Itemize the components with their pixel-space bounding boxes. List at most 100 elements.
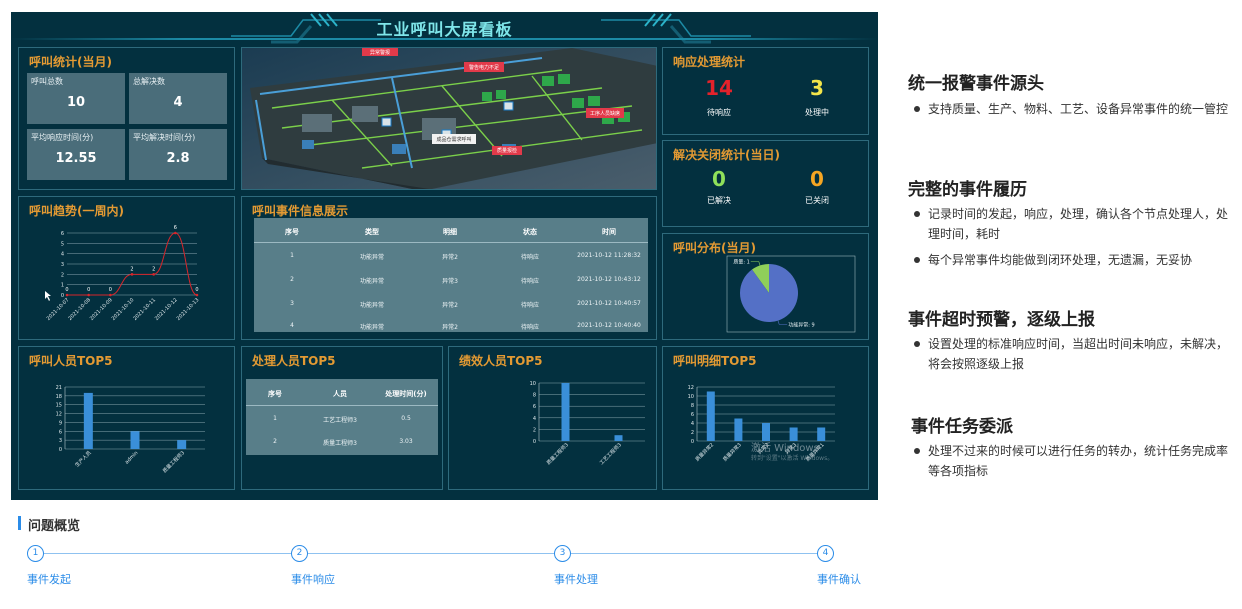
table-cell: 2 <box>290 276 294 283</box>
bullet-icon <box>914 448 920 454</box>
feature-item: 记录时间的发起，响应，处理，确认各个节点处理人，处理时间，耗时 <box>912 204 1230 244</box>
table-row[interactable]: 3 功能异常 异常2 待响应 2021-10-12 10:40:57 <box>254 298 648 312</box>
panel-title: 绩效人员TOP5 <box>459 354 543 368</box>
col-header: 处理时间(分) <box>385 390 427 398</box>
panel-title: 呼叫统计(当月) <box>29 55 112 69</box>
table-cell: 异常3 <box>442 278 458 285</box>
stat-value: 10 <box>66 95 86 110</box>
table-cell: 异常2 <box>442 302 458 309</box>
bullet-icon <box>914 106 920 112</box>
table-cell: 待响应 <box>520 278 539 285</box>
col-header: 类型 <box>365 228 379 236</box>
event-info-panel: 呼叫事件信息展示 序号 类型 明细 状态 时间 1 功能异常 异常2 待响应 2… <box>241 196 657 340</box>
col-header: 时间 <box>602 228 616 236</box>
step-1-marker[interactable]: 1 <box>27 545 44 562</box>
step-4-label[interactable]: 事件确认 <box>817 573 861 586</box>
data-label: 0 <box>87 287 90 293</box>
data-label: 2 <box>130 266 133 272</box>
bar <box>83 392 93 449</box>
panel-title: 呼叫趋势(一周内) <box>29 204 124 218</box>
data-label: 0 <box>195 287 198 293</box>
stat-box-total-calls: 呼叫总数 10 <box>27 73 125 124</box>
table-row[interactable]: 4 功能异常 异常2 待响应 2021-10-12 10:40:40 <box>254 321 648 332</box>
bullet-icon <box>914 211 920 217</box>
handler-top5-panel: 处理人员TOP5 序号 人员 处理时间(分) 1 工艺工程师3 0.5 2 质量… <box>241 346 443 490</box>
x-tick-label: 2021-10-13 <box>176 297 201 322</box>
table-header: 序号 类型 明细 状态 时间 <box>254 218 648 243</box>
feature-item: 设置处理的标准响应时间，当超出时间未响应，未解决，将会按照逐级上报 <box>912 334 1230 374</box>
bar <box>561 383 570 441</box>
panel-title: 响应处理统计 <box>673 55 746 69</box>
data-point <box>87 293 90 297</box>
stat-value: 4 <box>173 95 183 110</box>
table-row[interactable]: 2 功能异常 异常3 待响应 2021-10-12 10:43:12 <box>254 274 648 288</box>
col-header: 状态 <box>523 228 537 236</box>
feature-title: 统一报警事件源头 <box>908 74 1044 94</box>
map-label: 成品仓需求呼叫 <box>436 136 471 143</box>
table-row[interactable]: 1 功能异常 异常2 待响应 2021-10-12 11:28:32 <box>254 250 648 264</box>
table-cell: 工艺工程师3 <box>323 417 357 424</box>
y-tick-label: 6 <box>691 412 694 418</box>
feature-title: 事件任务委派 <box>911 417 1013 437</box>
stat-label: 平均响应时间(分) <box>31 133 94 142</box>
response-stats-panel: 响应处理统计 14 待响应 3 处理中 <box>662 47 869 135</box>
y-tick-label: 15 <box>56 403 62 409</box>
table-cell: 功能异常 <box>359 278 384 285</box>
x-tick-label: 质量工程师3 <box>161 449 186 474</box>
table-cell: 待响应 <box>520 302 539 309</box>
stat-box-total-solved: 总解决数 4 <box>129 73 227 124</box>
closed-count: 0 <box>810 167 824 191</box>
pending-label: 待响应 <box>707 108 731 117</box>
table-cell: 1 <box>273 415 277 422</box>
table-cell: 2021-10-12 10:40:40 <box>577 322 641 329</box>
step-connector <box>308 553 554 554</box>
map-label: 异常警报 <box>370 49 390 56</box>
table-cell: 3.03 <box>399 438 413 445</box>
bar <box>817 427 826 441</box>
step-2-label[interactable]: 事件响应 <box>291 573 335 586</box>
y-tick-label: 12 <box>56 412 62 418</box>
step-1-label[interactable]: 事件发起 <box>27 573 71 586</box>
table-row[interactable]: 2 质量工程师3 3.03 <box>246 437 438 449</box>
table-cell: 异常2 <box>442 324 458 331</box>
y-tick-label: 21 <box>56 385 62 391</box>
step-4-marker[interactable]: 4 <box>817 545 834 562</box>
x-tick-label: 生产人员 <box>74 449 93 468</box>
title-decoration-left <box>231 13 381 44</box>
step-3-marker[interactable]: 3 <box>554 545 571 562</box>
feature-text: 支持质量、生产、物料、工艺、设备异常事件的统一管控 <box>928 102 1229 116</box>
windows-watermark: 激活 Windows <box>751 443 819 454</box>
y-tick-label: 4 <box>61 252 64 258</box>
feature-title: 完整的事件履历 <box>908 180 1027 200</box>
data-label: 0 <box>109 287 112 293</box>
data-label: 6 <box>174 225 177 231</box>
title-decoration-right <box>601 13 751 44</box>
solved-label: 已解决 <box>707 196 731 205</box>
bar <box>762 423 770 441</box>
step-3-label[interactable]: 事件处理 <box>554 573 598 586</box>
table-row[interactable]: 1 工艺工程师3 0.5 <box>246 414 438 426</box>
title-underline <box>11 38 878 40</box>
y-tick-label: 6 <box>533 404 536 410</box>
table-cell: 1 <box>290 252 294 259</box>
data-point <box>195 293 199 297</box>
panel-title: 处理人员TOP5 <box>252 354 336 368</box>
pie-leader-line <box>777 320 788 325</box>
bar <box>706 391 715 441</box>
feature-item: 每个异常事件均能做到闭环处理，无遗漏，无妥协 <box>912 250 1230 270</box>
panel-title: 呼叫人员TOP5 <box>29 354 113 368</box>
table-cell: 3 <box>290 300 294 307</box>
step-2-marker[interactable]: 2 <box>291 545 308 562</box>
data-point <box>65 293 69 297</box>
data-point <box>130 273 134 276</box>
y-tick-label: 6 <box>61 231 64 237</box>
y-tick-label: 4 <box>691 421 694 427</box>
feature-text: 每个异常事件均能做到闭环处理，无遗漏，无妥协 <box>928 253 1193 267</box>
feature-item: 处理不过来的时候可以进行任务的转办，统计任务完成率等各项指标 <box>912 441 1230 481</box>
table-cell: 功能异常 <box>359 302 384 309</box>
